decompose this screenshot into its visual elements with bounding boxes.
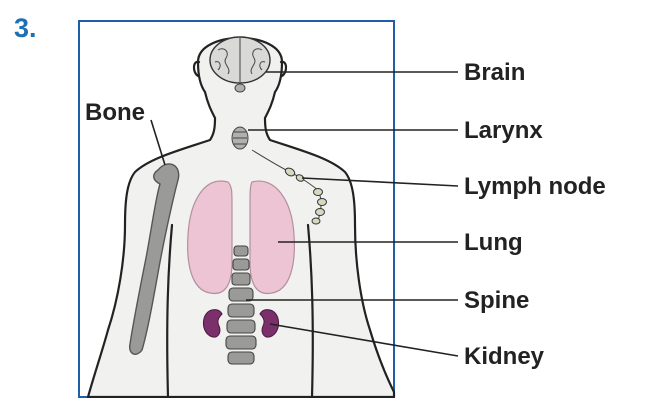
label-lymph-node: Lymph node xyxy=(464,173,606,200)
label-brain: Brain xyxy=(464,59,525,86)
figure-number: 3. xyxy=(14,13,37,43)
label-spine: Spine xyxy=(464,287,529,314)
label-bone: Bone xyxy=(85,99,145,126)
label-lung: Lung xyxy=(464,229,523,256)
larynx-organ xyxy=(232,127,248,149)
label-kidney: Kidney xyxy=(464,343,545,370)
label-larynx: Larynx xyxy=(464,117,543,144)
